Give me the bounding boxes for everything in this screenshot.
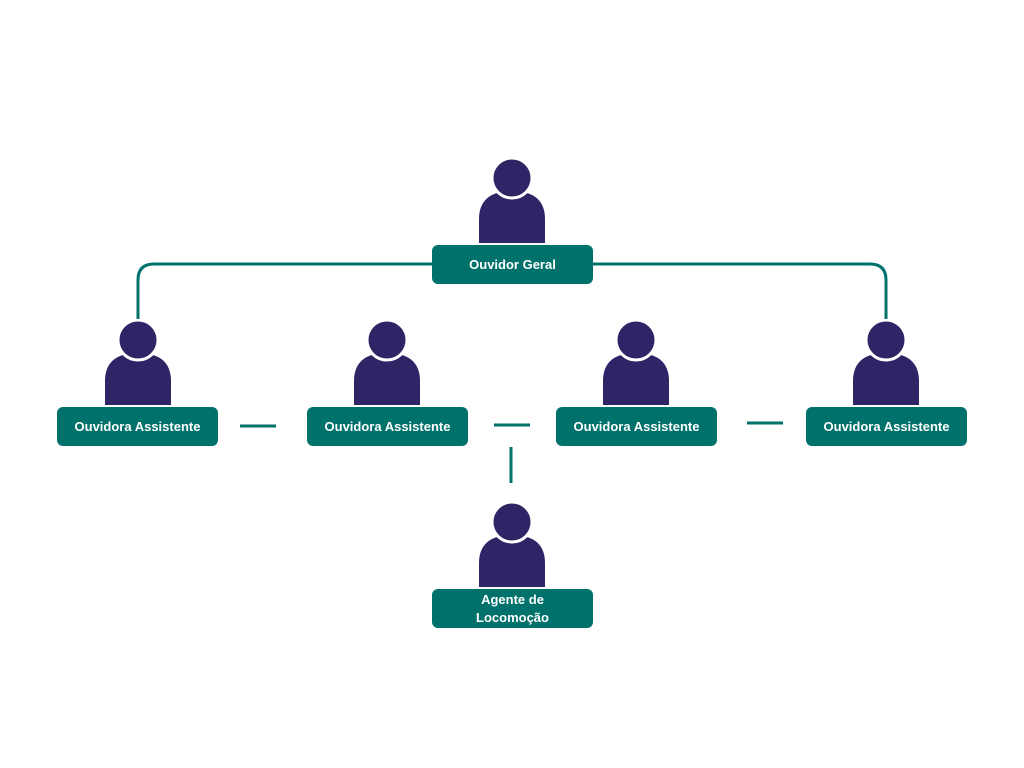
node-label-line2: Locomoção (476, 609, 549, 625)
node-label: Ouvidora Assistente (74, 418, 201, 434)
person-icon (479, 157, 545, 243)
person-icon (354, 319, 420, 405)
node-ouvidora-assistente-4: Ouvidora Assistente (806, 407, 967, 446)
node-ouvidora-assistente-1: Ouvidora Assistente (57, 407, 218, 446)
node-ouvidora-assistente-2: Ouvidora Assistente (307, 407, 468, 446)
connector-top-left (136, 262, 432, 325)
person-icon (479, 501, 545, 587)
connector-top-right (592, 262, 888, 325)
person-icon (853, 319, 919, 405)
node-label: Ouvidora Assistente (324, 418, 451, 434)
node-ouvidor-geral: Ouvidor Geral (432, 245, 593, 284)
node-ouvidora-assistente-3: Ouvidora Assistente (556, 407, 717, 446)
person-icon (603, 319, 669, 405)
node-agente-de-locomocao: Agente de Locomoção (432, 589, 593, 628)
node-label: Ouvidor Geral (469, 256, 556, 272)
node-label: Ouvidora Assistente (573, 418, 700, 434)
node-label-line1: Agente de (481, 591, 544, 607)
person-icon (105, 319, 171, 405)
node-label: Ouvidora Assistente (823, 418, 950, 434)
